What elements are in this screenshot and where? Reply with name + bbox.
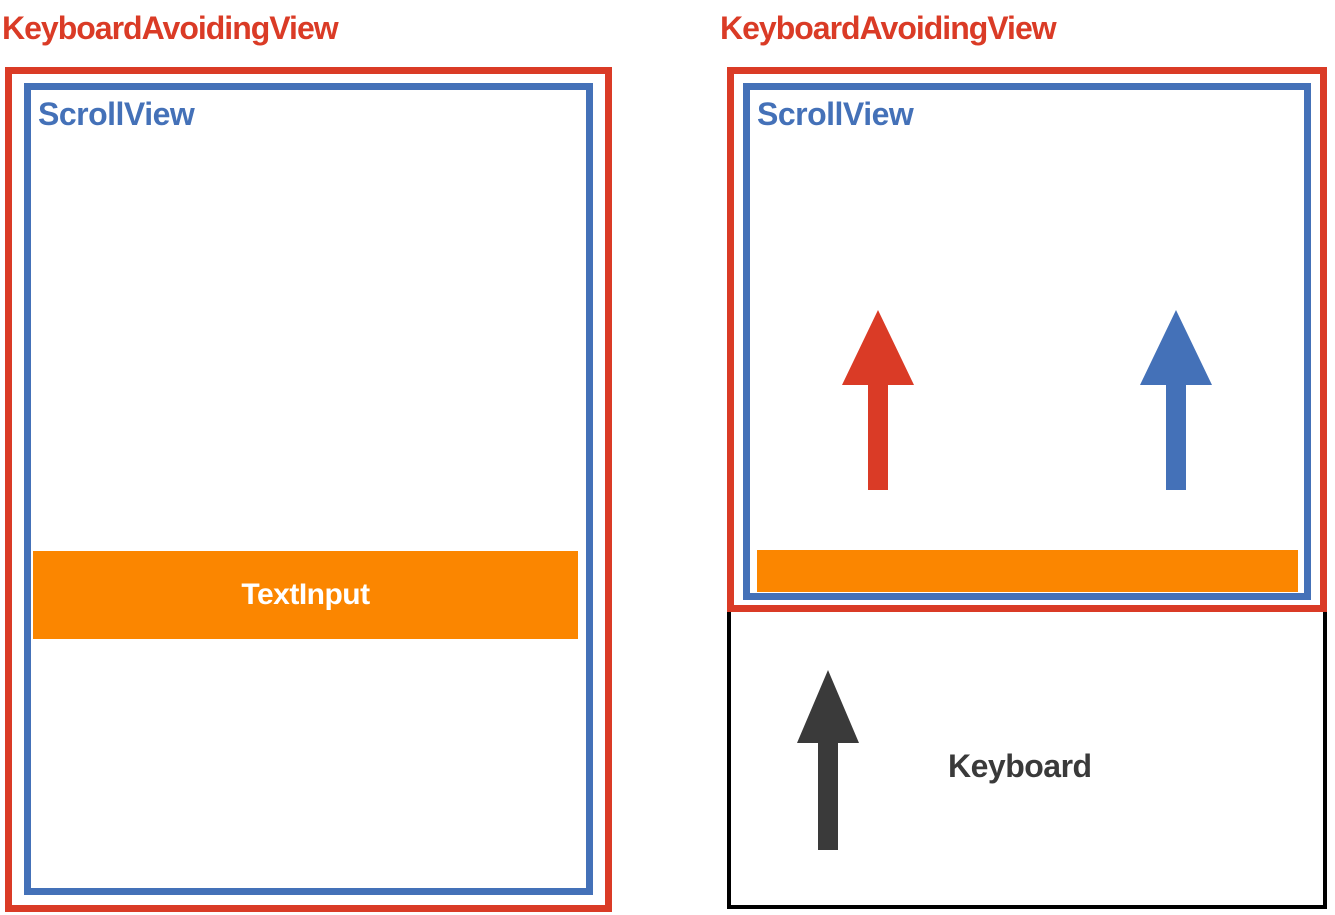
right-textinput-bar bbox=[757, 550, 1298, 592]
left-keyboardavoidingview-title: KeyboardAvoidingView bbox=[2, 10, 339, 46]
right-scrollview-label: ScrollView bbox=[757, 96, 914, 132]
blue-up-arrow-icon bbox=[1140, 310, 1212, 490]
blue-up-arrow-shape bbox=[1140, 310, 1212, 490]
right-keyboardavoidingview-title: KeyboardAvoidingView bbox=[720, 10, 1057, 46]
keyboard-up-arrow-icon bbox=[797, 670, 859, 850]
keyboard-box: Keyboard bbox=[727, 608, 1327, 909]
keyboard-label: Keyboard bbox=[948, 748, 1092, 784]
red-up-arrow-icon bbox=[842, 310, 914, 490]
left-scrollview-box: ScrollView TextInput bbox=[24, 83, 593, 895]
right-keyboardavoidingview-box: ScrollView bbox=[727, 67, 1327, 612]
left-scrollview-label: ScrollView bbox=[38, 96, 195, 132]
textinput-label: TextInput bbox=[241, 578, 370, 611]
textinput-bar: TextInput bbox=[33, 551, 578, 639]
right-scrollview-box: ScrollView bbox=[743, 83, 1311, 600]
red-up-arrow-shape bbox=[842, 310, 914, 490]
left-keyboardavoidingview-box: ScrollView TextInput bbox=[5, 67, 612, 912]
keyboard-up-arrow-shape bbox=[797, 670, 859, 850]
